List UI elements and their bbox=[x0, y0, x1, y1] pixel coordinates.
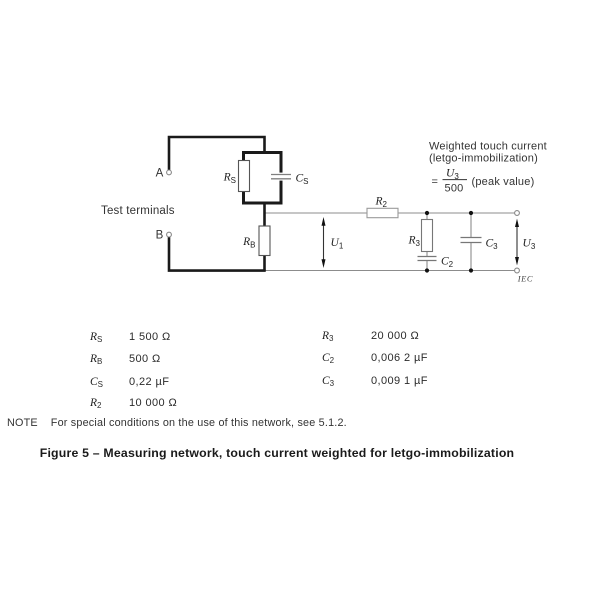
peak-value-label: (peak value) bbox=[472, 176, 535, 188]
rs-label: RS bbox=[223, 171, 236, 185]
equals-sign: = bbox=[432, 176, 439, 188]
terminal-b-wire bbox=[167, 237, 266, 272]
c2-label: C2 bbox=[441, 255, 454, 269]
note: NOTE For special conditions on the use of… bbox=[7, 417, 347, 429]
component-value: 0,006 2 µF bbox=[371, 352, 428, 364]
terminal-b-node bbox=[166, 231, 172, 238]
junction-dot bbox=[468, 268, 474, 273]
u3-label: U3 bbox=[523, 237, 536, 251]
output-terminal-bottom bbox=[514, 267, 520, 274]
circuit-diagram: A B Test terminals RS CS RB R2 U1 R3 C2 … bbox=[101, 135, 547, 284]
junction-dot bbox=[424, 210, 430, 216]
test-terminals-label: Test terminals bbox=[101, 205, 175, 217]
fraction-denominator: 500 bbox=[445, 182, 464, 194]
u3-arrowhead-up bbox=[515, 218, 519, 227]
rb-label: RB bbox=[242, 236, 255, 250]
component-name: RS bbox=[90, 331, 103, 344]
component-value: 20 000 Ω bbox=[371, 330, 420, 342]
cs-label: CS bbox=[296, 173, 309, 187]
weighted-title-line2: (letgo-immobilization) bbox=[429, 152, 538, 164]
terminal-b-label: B bbox=[156, 230, 164, 242]
cs-gap-mask bbox=[276, 172, 286, 181]
r3-resistor-box bbox=[420, 218, 434, 253]
u3-arrowhead-down bbox=[515, 257, 519, 266]
u1-label: U1 bbox=[331, 237, 344, 251]
u1-arrowhead-up bbox=[321, 217, 326, 226]
component-name: RB bbox=[90, 353, 103, 366]
component-value: 0,009 1 µF bbox=[371, 374, 428, 387]
output-terminal-top bbox=[514, 210, 520, 216]
terminal-a-label: A bbox=[156, 167, 164, 179]
terminal-a-wire bbox=[167, 135, 266, 171]
r2-resistor-box bbox=[366, 207, 399, 219]
fraction-numerator: U3 bbox=[446, 167, 459, 181]
rb-resistor-box bbox=[258, 225, 271, 257]
c3-label: C3 bbox=[486, 237, 499, 251]
junction-dot bbox=[424, 268, 430, 273]
junction-dot bbox=[468, 210, 474, 216]
component-name: C2 bbox=[322, 352, 335, 365]
component-name: R2 bbox=[90, 397, 102, 410]
figure-caption: Figure 5 – Measuring network, touch curr… bbox=[39, 446, 515, 460]
iec-label: IEC bbox=[517, 274, 533, 284]
component-value: 0,22 µF bbox=[129, 375, 170, 388]
component-name: CS bbox=[90, 375, 104, 389]
r2-label: R2 bbox=[375, 196, 388, 210]
component-value: 10 000 Ω bbox=[129, 397, 178, 409]
component-name: C3 bbox=[322, 374, 335, 388]
u1-arrowhead-down bbox=[321, 259, 326, 268]
note-label: NOTE bbox=[7, 417, 38, 429]
terminal-a-node bbox=[166, 169, 172, 176]
component-name: R3 bbox=[322, 330, 334, 343]
rs-resistor-box bbox=[237, 159, 251, 193]
component-value: 1 500 Ω bbox=[129, 331, 171, 343]
note-text: For special conditions on the use of thi… bbox=[50, 417, 347, 429]
component-value: 500 Ω bbox=[129, 353, 161, 365]
weighted-title-line1: Weighted touch current bbox=[429, 140, 547, 152]
r3-label: R3 bbox=[408, 235, 421, 249]
